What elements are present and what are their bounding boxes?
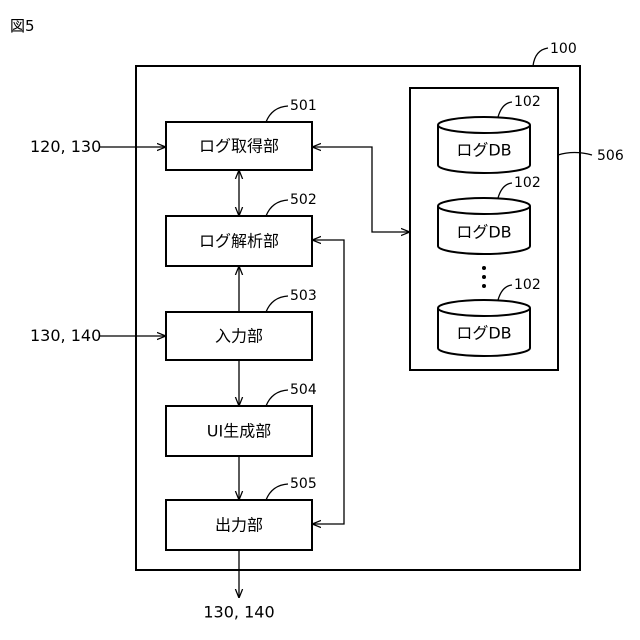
ref-502: 502 — [290, 192, 317, 208]
external-output-label: 130, 140 — [203, 603, 274, 622]
block-ui-gen-label: UI生成部 — [207, 422, 271, 441]
ref-501: 501 — [290, 98, 317, 114]
block-ui-gen: UI生成部 — [166, 406, 312, 456]
database-3-label: ログDB — [456, 324, 511, 343]
database-2: ログDB — [438, 198, 530, 254]
block-log-acquire: ログ取得部 — [166, 122, 312, 170]
ref-504: 504 — [290, 382, 317, 398]
block-input: 入力部 — [166, 312, 312, 360]
block-log-analyze: ログ解析部 — [166, 216, 312, 266]
block-log-acquire-label: ログ取得部 — [199, 137, 279, 156]
figure-label: 図5 — [10, 17, 35, 35]
block-output-label: 出力部 — [215, 516, 263, 535]
system-ref: 100 — [550, 41, 577, 57]
block-output: 出力部 — [166, 500, 312, 550]
db1-ref: 102 — [514, 94, 541, 110]
external-input-mid-label: 130, 140 — [30, 326, 101, 345]
db2-ref: 102 — [514, 175, 541, 191]
database-1-label: ログDB — [456, 141, 511, 160]
system-ref-leader — [533, 48, 548, 66]
ellipsis-dots — [482, 266, 486, 288]
ref-505: 505 — [290, 476, 317, 492]
storage-ref: 506 — [597, 148, 624, 164]
db3-ref: 102 — [514, 277, 541, 293]
database-2-label: ログDB — [456, 223, 511, 242]
block-input-label: 入力部 — [215, 327, 263, 346]
external-input-top-label: 120, 130 — [30, 137, 101, 156]
database-1: ログDB — [438, 117, 530, 173]
ref-503: 503 — [290, 288, 317, 304]
block-log-analyze-label: ログ解析部 — [199, 232, 279, 251]
database-3: ログDB — [438, 300, 530, 356]
